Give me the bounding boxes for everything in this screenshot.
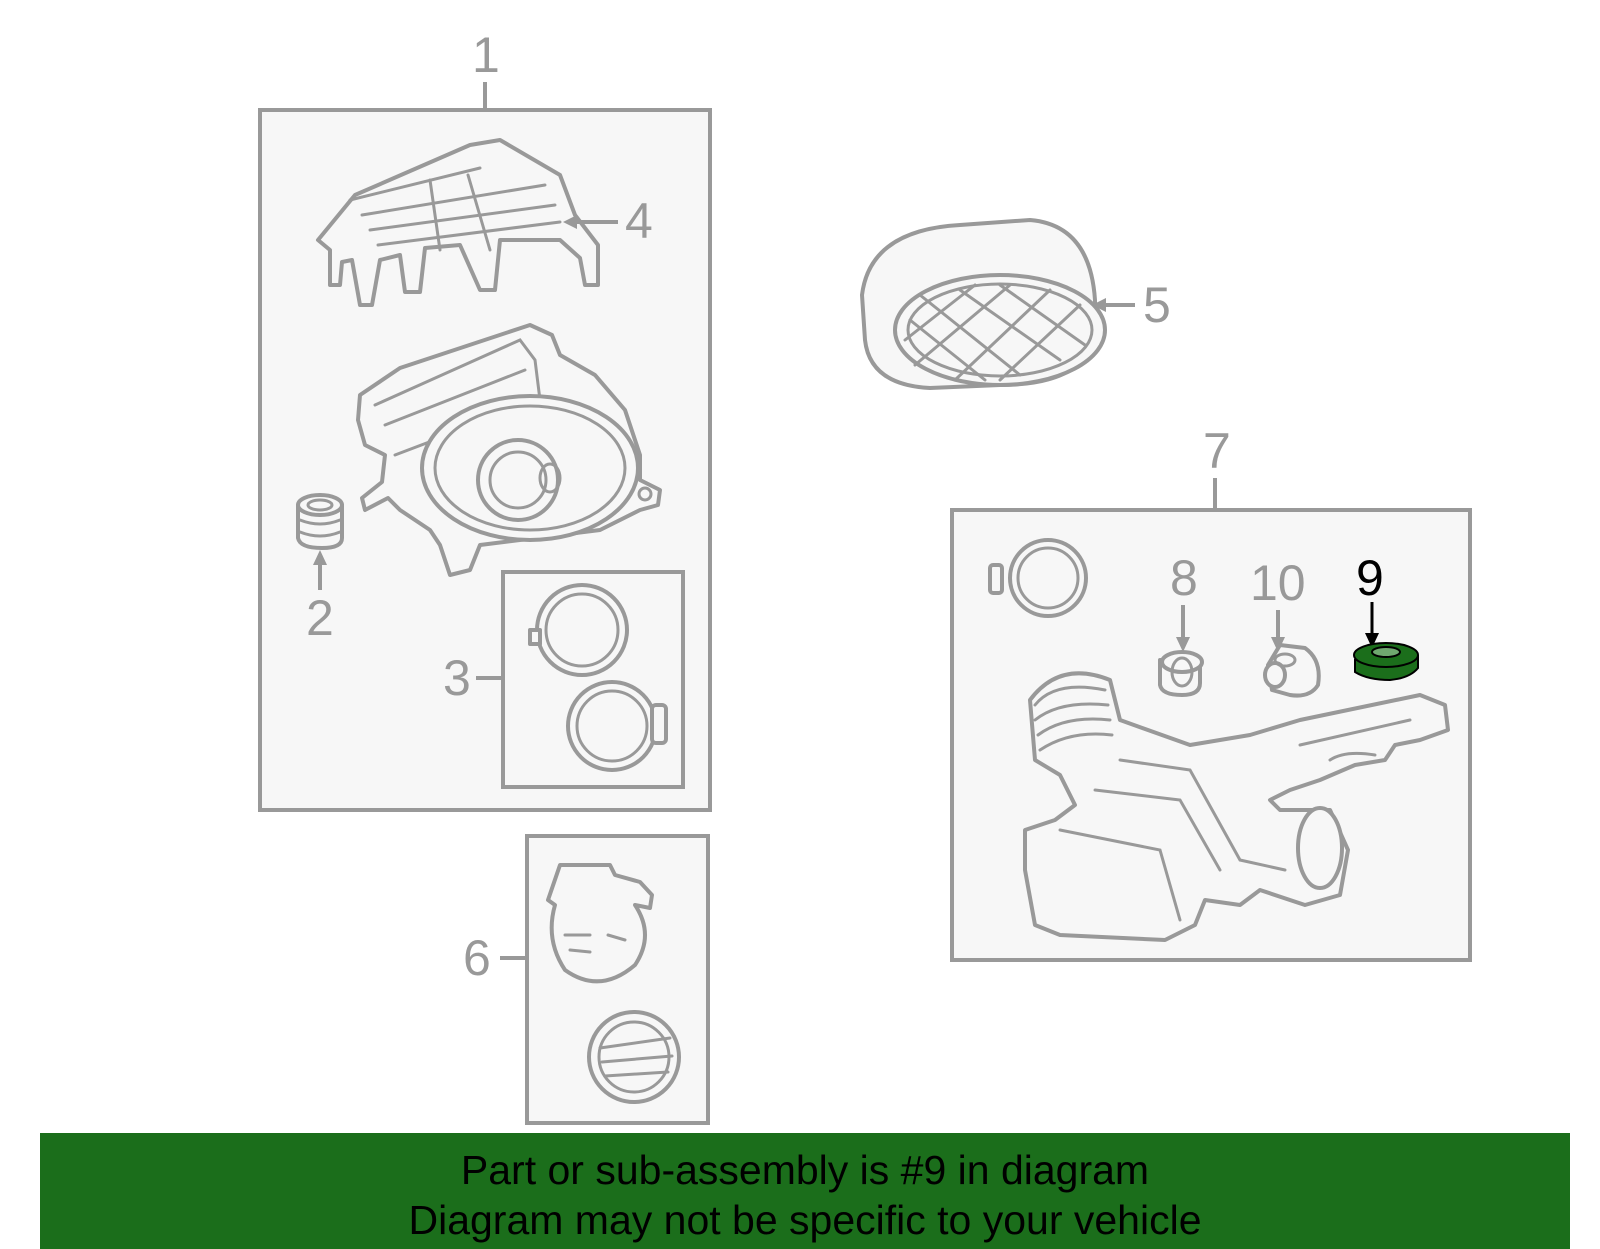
air-cleaner-housing[interactable]	[356, 323, 662, 577]
part-10-grommet[interactable]	[1263, 643, 1321, 698]
callout-9[interactable]: 9	[1356, 550, 1384, 606]
callout-5[interactable]: 5	[1143, 277, 1171, 333]
info-banner: Part or sub-assembly is #9 in diagram Di…	[40, 1133, 1570, 1249]
part-3-clamps[interactable]	[528, 583, 668, 772]
callout-10[interactable]: 10	[1250, 555, 1306, 611]
part-5-filter[interactable]	[860, 218, 1107, 390]
callout-2[interactable]: 2	[306, 590, 334, 646]
part-2-grommet[interactable]	[296, 493, 344, 550]
callout-4[interactable]: 4	[625, 193, 653, 249]
part-7-clamp[interactable]	[988, 538, 1088, 618]
part-7-intake-duct[interactable]	[1023, 671, 1450, 942]
callout-6[interactable]: 6	[463, 930, 491, 986]
callout-3[interactable]: 3	[443, 650, 471, 706]
callout-1[interactable]: 1	[472, 27, 500, 83]
banner-line-2: Diagram may not be specific to your vehi…	[408, 1197, 1202, 1243]
part-4-cover[interactable]	[316, 138, 600, 307]
callout-7[interactable]: 7	[1203, 423, 1231, 479]
part-9-grommet-highlighted[interactable]	[1353, 642, 1419, 682]
part-8-grommet[interactable]	[1158, 650, 1204, 697]
banner-line-1: Part or sub-assembly is #9 in diagram	[460, 1147, 1150, 1193]
part-6-sensor[interactable]	[546, 863, 681, 1104]
callout-8[interactable]: 8	[1170, 550, 1198, 606]
